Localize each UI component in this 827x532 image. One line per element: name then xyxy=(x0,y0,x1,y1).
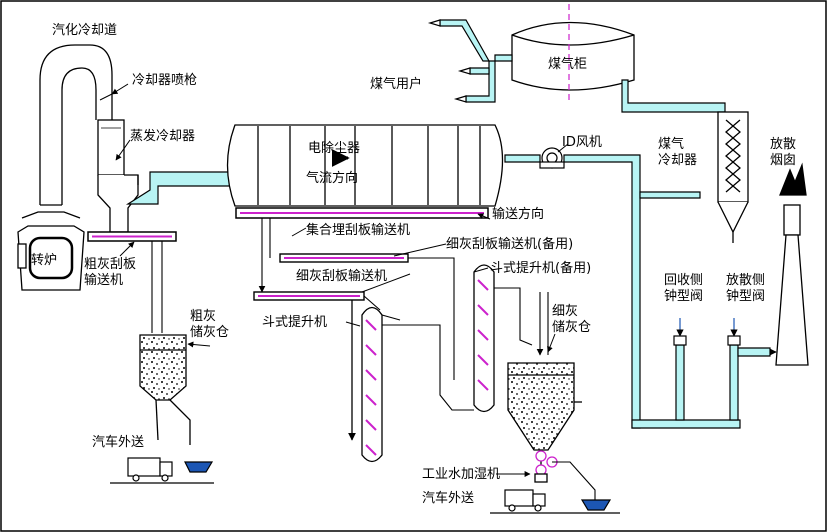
label-line: 钟型阀 xyxy=(664,288,703,304)
label-release-valve: 放散侧钟型阀 xyxy=(726,273,765,304)
gas-user-pipes xyxy=(427,19,513,103)
label-flare-stack: 放散烟囱 xyxy=(770,137,796,168)
transfer-lines xyxy=(363,257,549,411)
label-gas-users: 煤气用户 xyxy=(370,76,422,92)
label-line: 储灰仓 xyxy=(190,325,229,340)
label-vaporization-flue: 汽化冷却道 xyxy=(52,23,117,38)
cooler-to-esp-pipe xyxy=(125,171,233,205)
label-bucket-spare: 斗式提升机(备用) xyxy=(490,260,591,276)
label-converter: 转炉 xyxy=(31,253,57,268)
vaporization-flue xyxy=(39,44,113,206)
label-line: 粗灰 xyxy=(190,309,216,324)
label-line: 细灰 xyxy=(552,304,578,319)
label-line: 放散侧 xyxy=(726,273,765,288)
label-line: 煤气 xyxy=(658,136,684,152)
bucket-elevator-spare xyxy=(473,264,495,413)
truck-left xyxy=(110,457,214,484)
label-gas-flow: 气流方向 xyxy=(306,170,358,186)
id-fan xyxy=(539,147,565,169)
label-water-humidifier: 工业水加湿机 xyxy=(422,467,500,482)
coarse-silo xyxy=(139,334,191,445)
humidifier-discharge xyxy=(552,461,596,500)
label-line: 烟囱 xyxy=(770,153,796,168)
label-fine-scraper: 细灰刮板输送机 xyxy=(296,268,387,284)
label-coarse-scraper: 粗灰刮板输送机 xyxy=(84,257,136,288)
truck-right xyxy=(490,489,620,514)
label-transport-dir: 输送方向 xyxy=(492,206,544,222)
label-evaporative-cooler: 蒸发冷却器 xyxy=(130,128,195,144)
collect-drop-lines xyxy=(258,218,271,293)
label-line: 粗灰刮板 xyxy=(84,257,136,272)
label-fine-scraper-spare: 细灰刮板输送机(备用) xyxy=(446,236,573,252)
bucket-elevator xyxy=(348,300,383,463)
label-gas-cooler: 煤气冷却器 xyxy=(658,136,697,168)
label-fine-silo: 细灰储灰仓 xyxy=(552,304,591,335)
leader-lines xyxy=(99,83,569,477)
label-truck-out-right: 汽车外送 xyxy=(422,490,474,506)
water-humidifier xyxy=(534,450,558,483)
evaporative-cooler xyxy=(97,119,139,233)
bell-valves xyxy=(673,318,741,346)
gas-pipes xyxy=(504,79,771,429)
gas-holder xyxy=(511,4,635,100)
esp-body xyxy=(226,124,504,207)
converter-vessel xyxy=(17,211,85,291)
label-line: 回收侧 xyxy=(664,273,703,288)
label-truck-out-left: 汽车外送 xyxy=(92,434,144,450)
label-gas-holder: 煤气柜 xyxy=(548,56,587,72)
label-line: 输送机 xyxy=(84,272,123,288)
label-esp: 电除尘器 xyxy=(308,141,360,156)
label-coarse-silo: 粗灰储灰仓 xyxy=(190,309,229,340)
coarse-drop-lines xyxy=(151,241,163,333)
label-recovery-valve: 回收侧钟型阀 xyxy=(664,273,703,304)
label-bucket: 斗式提升机 xyxy=(262,314,327,330)
label-collect-scraper: 集合埋刮板输送机 xyxy=(306,222,410,238)
gas-cooler xyxy=(717,111,749,243)
label-id-fan: ID风机 xyxy=(562,135,602,150)
label-line: 钟型阀 xyxy=(726,288,765,304)
label-line: 放散 xyxy=(770,137,796,152)
label-line: 储灰仓 xyxy=(552,320,591,335)
label-line: 冷却器 xyxy=(658,153,697,168)
label-cooler-spray-gun: 冷却器喷枪 xyxy=(132,72,197,88)
flare-stack xyxy=(775,162,809,366)
